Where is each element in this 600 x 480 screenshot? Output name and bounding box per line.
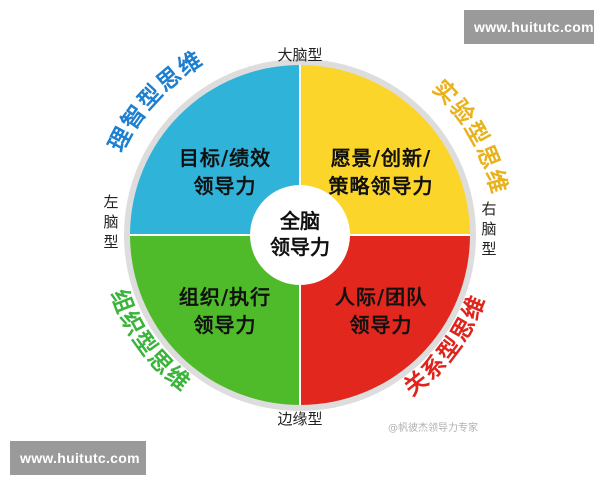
center-line1: 全脑: [280, 209, 320, 233]
watermark-bottom: www.huitutc.com: [10, 441, 146, 475]
axis-label-left: 左脑型: [103, 193, 119, 251]
quadrant-top-right-label: 愿景/创新/ 策略领导力: [306, 144, 456, 200]
quadrant-bottom-left: [130, 235, 300, 405]
quadrant-top-left: [130, 65, 300, 235]
quadrant-top-left-line1: 目标/绩效: [178, 146, 272, 170]
quadrant-bottom-right-label: 人际/团队 领导力: [306, 283, 456, 339]
quadrant-bottom-left-line2: 领导力: [193, 313, 257, 337]
source-credit: @帆彼杰领导力专家: [388, 423, 478, 434]
quadrant-top-right: [300, 65, 470, 235]
quadrant-top-right-line1: 愿景/创新/: [330, 146, 432, 170]
quadrant-bottom-left-label: 组织/执行 领导力: [150, 283, 300, 339]
quadrant-top-left-label: 目标/绩效 领导力: [150, 144, 300, 200]
watermark-top: www.huitutc.com: [464, 10, 594, 44]
axis-label-top: 大脑型: [277, 46, 323, 64]
axis-label-bottom: 边缘型: [277, 410, 323, 428]
quadrant-bottom-right-line1: 人际/团队: [334, 285, 428, 309]
quadrant-bottom-left-line1: 组织/执行: [178, 285, 272, 309]
quadrant-top-right-line2: 策略领导力: [328, 174, 434, 198]
axis-label-right: 右脑型: [481, 200, 497, 258]
quadrant-bottom-right: [300, 235, 470, 405]
center-label: 全脑 领导力: [252, 208, 348, 260]
quadrant-bottom-right-line2: 领导力: [349, 313, 413, 337]
quadrant-top-left-line2: 领导力: [193, 174, 257, 198]
center-circle: [250, 185, 350, 285]
center-line2: 领导力: [270, 235, 330, 259]
